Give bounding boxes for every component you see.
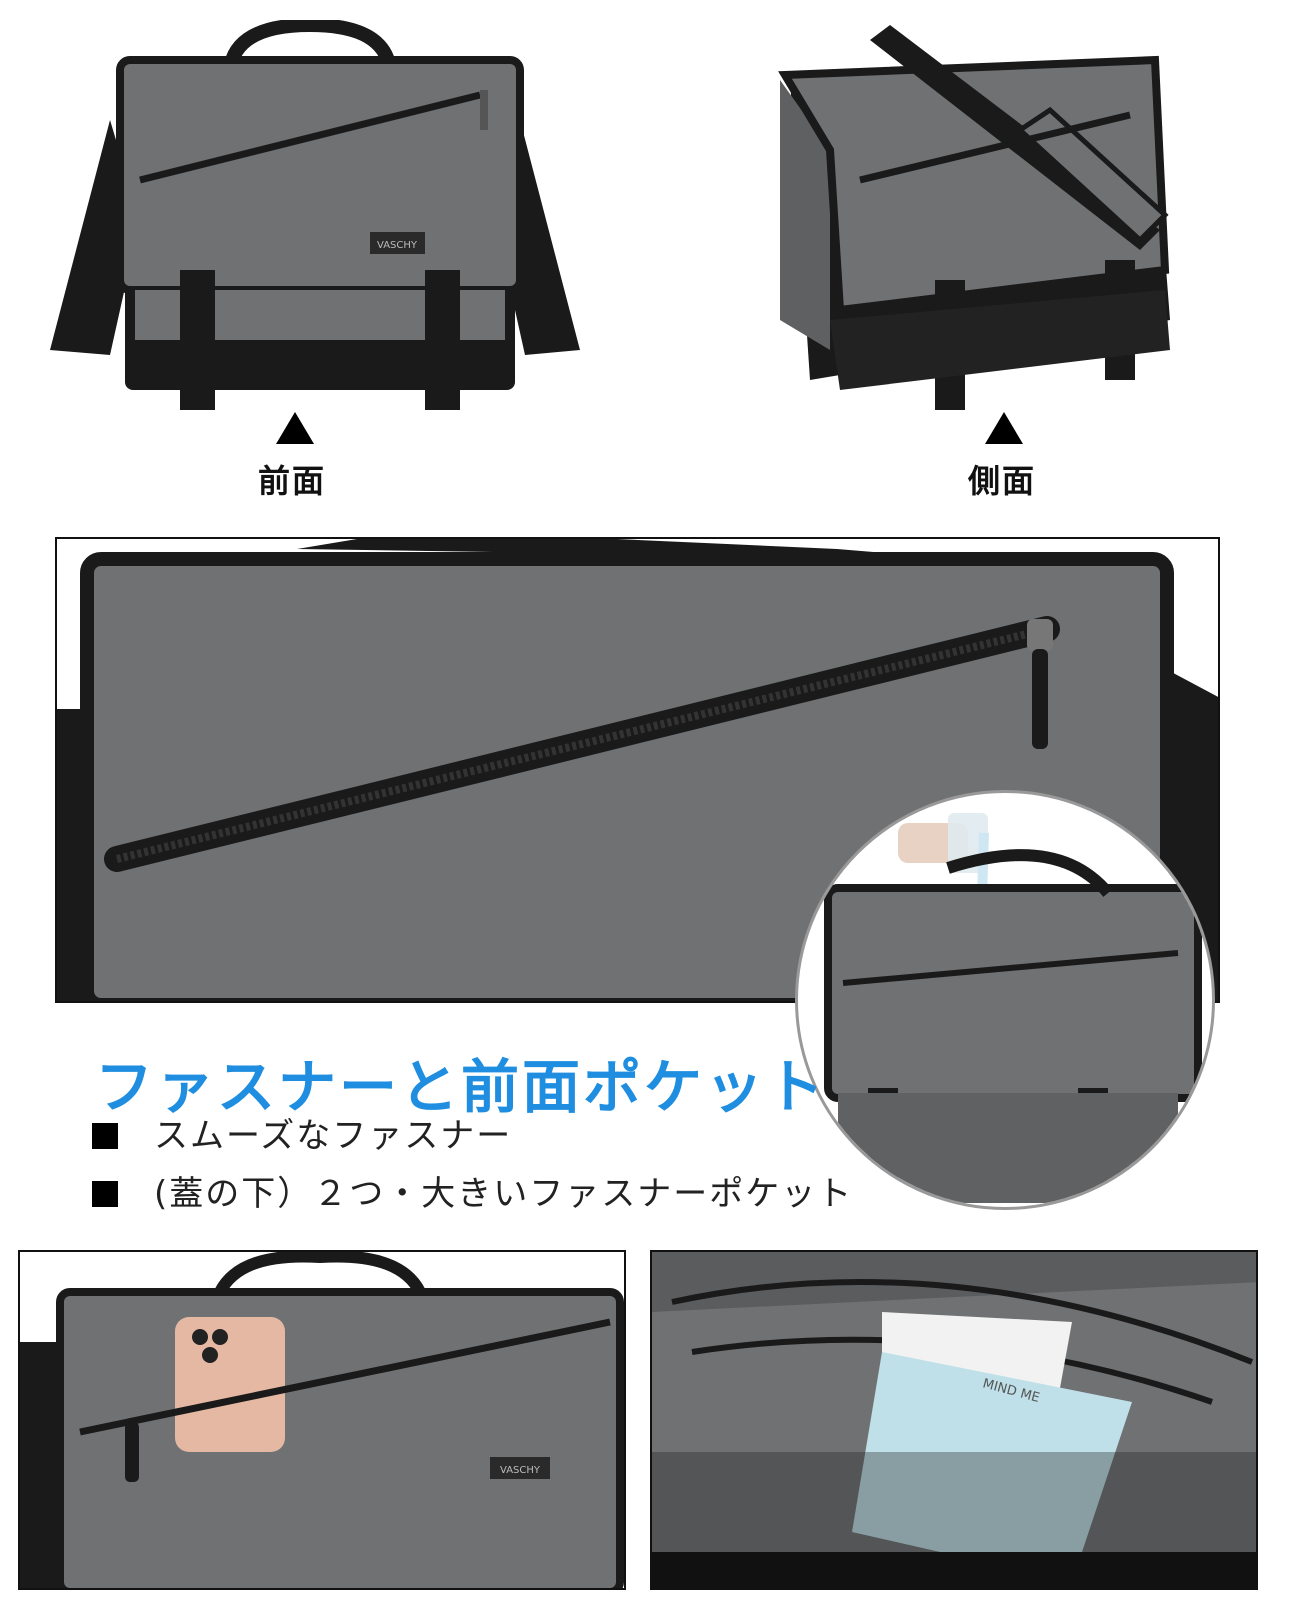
bullet-text: スムーズなファスナー	[154, 1116, 513, 1156]
bullet-item: (蓋の下）２つ・大きいファスナーポケット	[92, 1166, 853, 1215]
triangle-up-icon	[276, 412, 314, 444]
bag-side-photo	[720, 20, 1200, 420]
phone-pocket-photo: VASCHY	[18, 1250, 626, 1590]
triangle-up-icon	[985, 412, 1023, 444]
water-test-circle	[795, 790, 1215, 1210]
inner-pocket-photo: MIND ME	[650, 1250, 1258, 1590]
bullet-text: (蓋の下）２つ・大きいファスナーポケット	[154, 1174, 854, 1214]
side-label: 側面	[968, 462, 1037, 500]
bullet-square-icon	[92, 1123, 118, 1149]
front-label: 前面	[258, 462, 327, 500]
bag-front-photo: VASCHY	[40, 20, 600, 420]
bag-logo: VASCHY	[500, 1465, 541, 1476]
bullet-square-icon	[92, 1181, 118, 1207]
feature-headline: ファスナーと前面ポケット	[95, 1053, 828, 1121]
bullet-item: スムーズなファスナー	[92, 1108, 512, 1157]
bag-logo: VASCHY	[377, 240, 418, 251]
